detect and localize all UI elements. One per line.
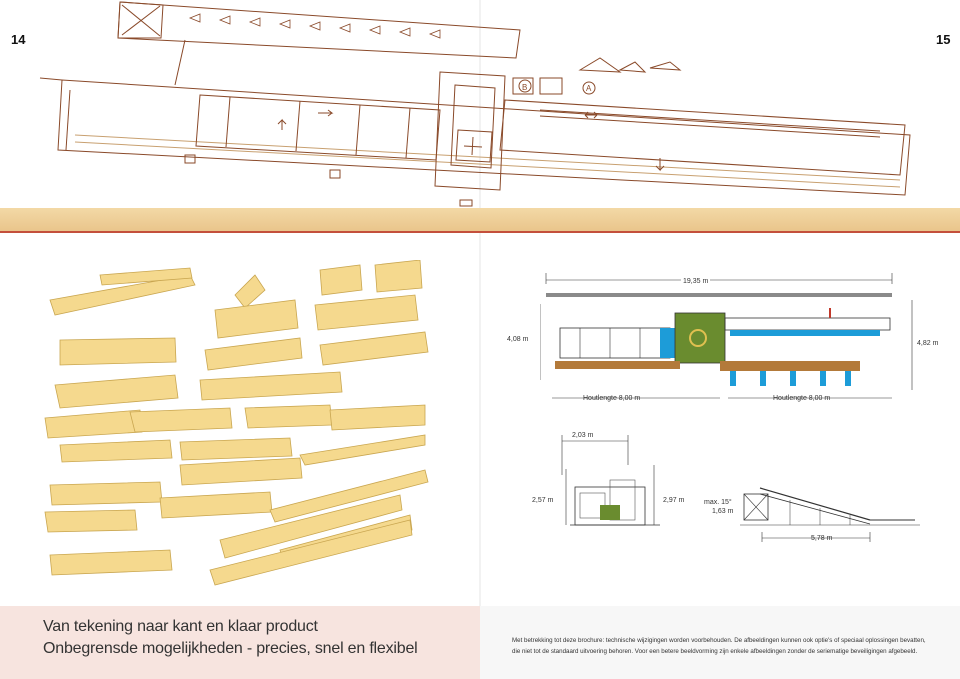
timber-piece	[199, 371, 343, 401]
plan-label-b: B	[522, 83, 527, 92]
timber-piece	[329, 404, 426, 431]
spread-divider	[479, 0, 481, 679]
timber-piece	[49, 481, 163, 506]
headline-subtitle: Onbegrensde mogelijkheden - precies, sne…	[43, 640, 418, 657]
timber-piece	[44, 509, 138, 533]
machine-side-view	[540, 273, 913, 399]
timber-piece	[269, 469, 429, 523]
machine-plan-drawing: B A	[39, 1, 911, 207]
dimension-total-length: 19,35 m	[681, 278, 711, 285]
dimension-side-height-right: 2,97 m	[663, 497, 685, 504]
timber-piece	[244, 404, 333, 429]
disclaimer-line-2: die niet tot de standaard uitvoering beh…	[512, 648, 918, 655]
footer-headline-panel	[0, 606, 480, 679]
timber-piece	[204, 337, 303, 371]
dimension-conveyor-length: 5,78 m	[811, 535, 833, 542]
machine-front-view	[561, 435, 660, 526]
page-number-left: 14	[11, 32, 26, 47]
timber-piece	[319, 331, 429, 366]
timber-piece	[209, 519, 413, 586]
timber-products-collage	[44, 260, 429, 586]
page-number-right: 15	[936, 32, 951, 47]
timber-piece	[214, 299, 299, 339]
timber-piece	[159, 491, 273, 519]
dimension-side-height-left: 2,57 m	[532, 497, 554, 504]
timber-piece	[234, 274, 266, 309]
dimension-angle: max. 15°	[704, 499, 732, 506]
dimension-conveyor-height: 1,63 m	[712, 508, 734, 515]
timber-band-rule	[0, 231, 960, 233]
timber-piece	[129, 407, 233, 433]
timber-piece	[44, 409, 143, 439]
plan-label-a: A	[586, 84, 592, 93]
timber-band	[0, 208, 960, 232]
dimension-height-left: 4,08 m	[507, 336, 529, 343]
timber-piece	[59, 337, 177, 366]
timber-piece	[54, 374, 179, 409]
dimension-height-right: 4,82 m	[917, 340, 939, 347]
timber-piece	[299, 434, 426, 466]
timber-piece	[179, 437, 293, 461]
dimension-timber-left: Houtlengte 8,00 m	[583, 395, 641, 402]
timber-piece	[179, 457, 303, 486]
disclaimer-line-1: Met betrekking tot deze brochure: techni…	[512, 637, 926, 644]
timber-piece	[319, 264, 363, 296]
timber-piece	[374, 260, 423, 293]
headline-title: Van tekening naar kant en klaar product	[43, 618, 318, 635]
footer-disclaimer-panel	[480, 606, 960, 679]
dimension-width-top: 2,03 m	[572, 432, 594, 439]
timber-piece	[219, 494, 403, 559]
timber-piece	[49, 549, 173, 576]
timber-piece	[49, 274, 196, 316]
timber-piece	[59, 439, 173, 463]
conveyor-view	[740, 487, 920, 542]
timber-piece	[99, 267, 193, 286]
timber-piece	[314, 294, 419, 331]
dimension-timber-right: Houtlengte 8,00 m	[773, 395, 831, 402]
